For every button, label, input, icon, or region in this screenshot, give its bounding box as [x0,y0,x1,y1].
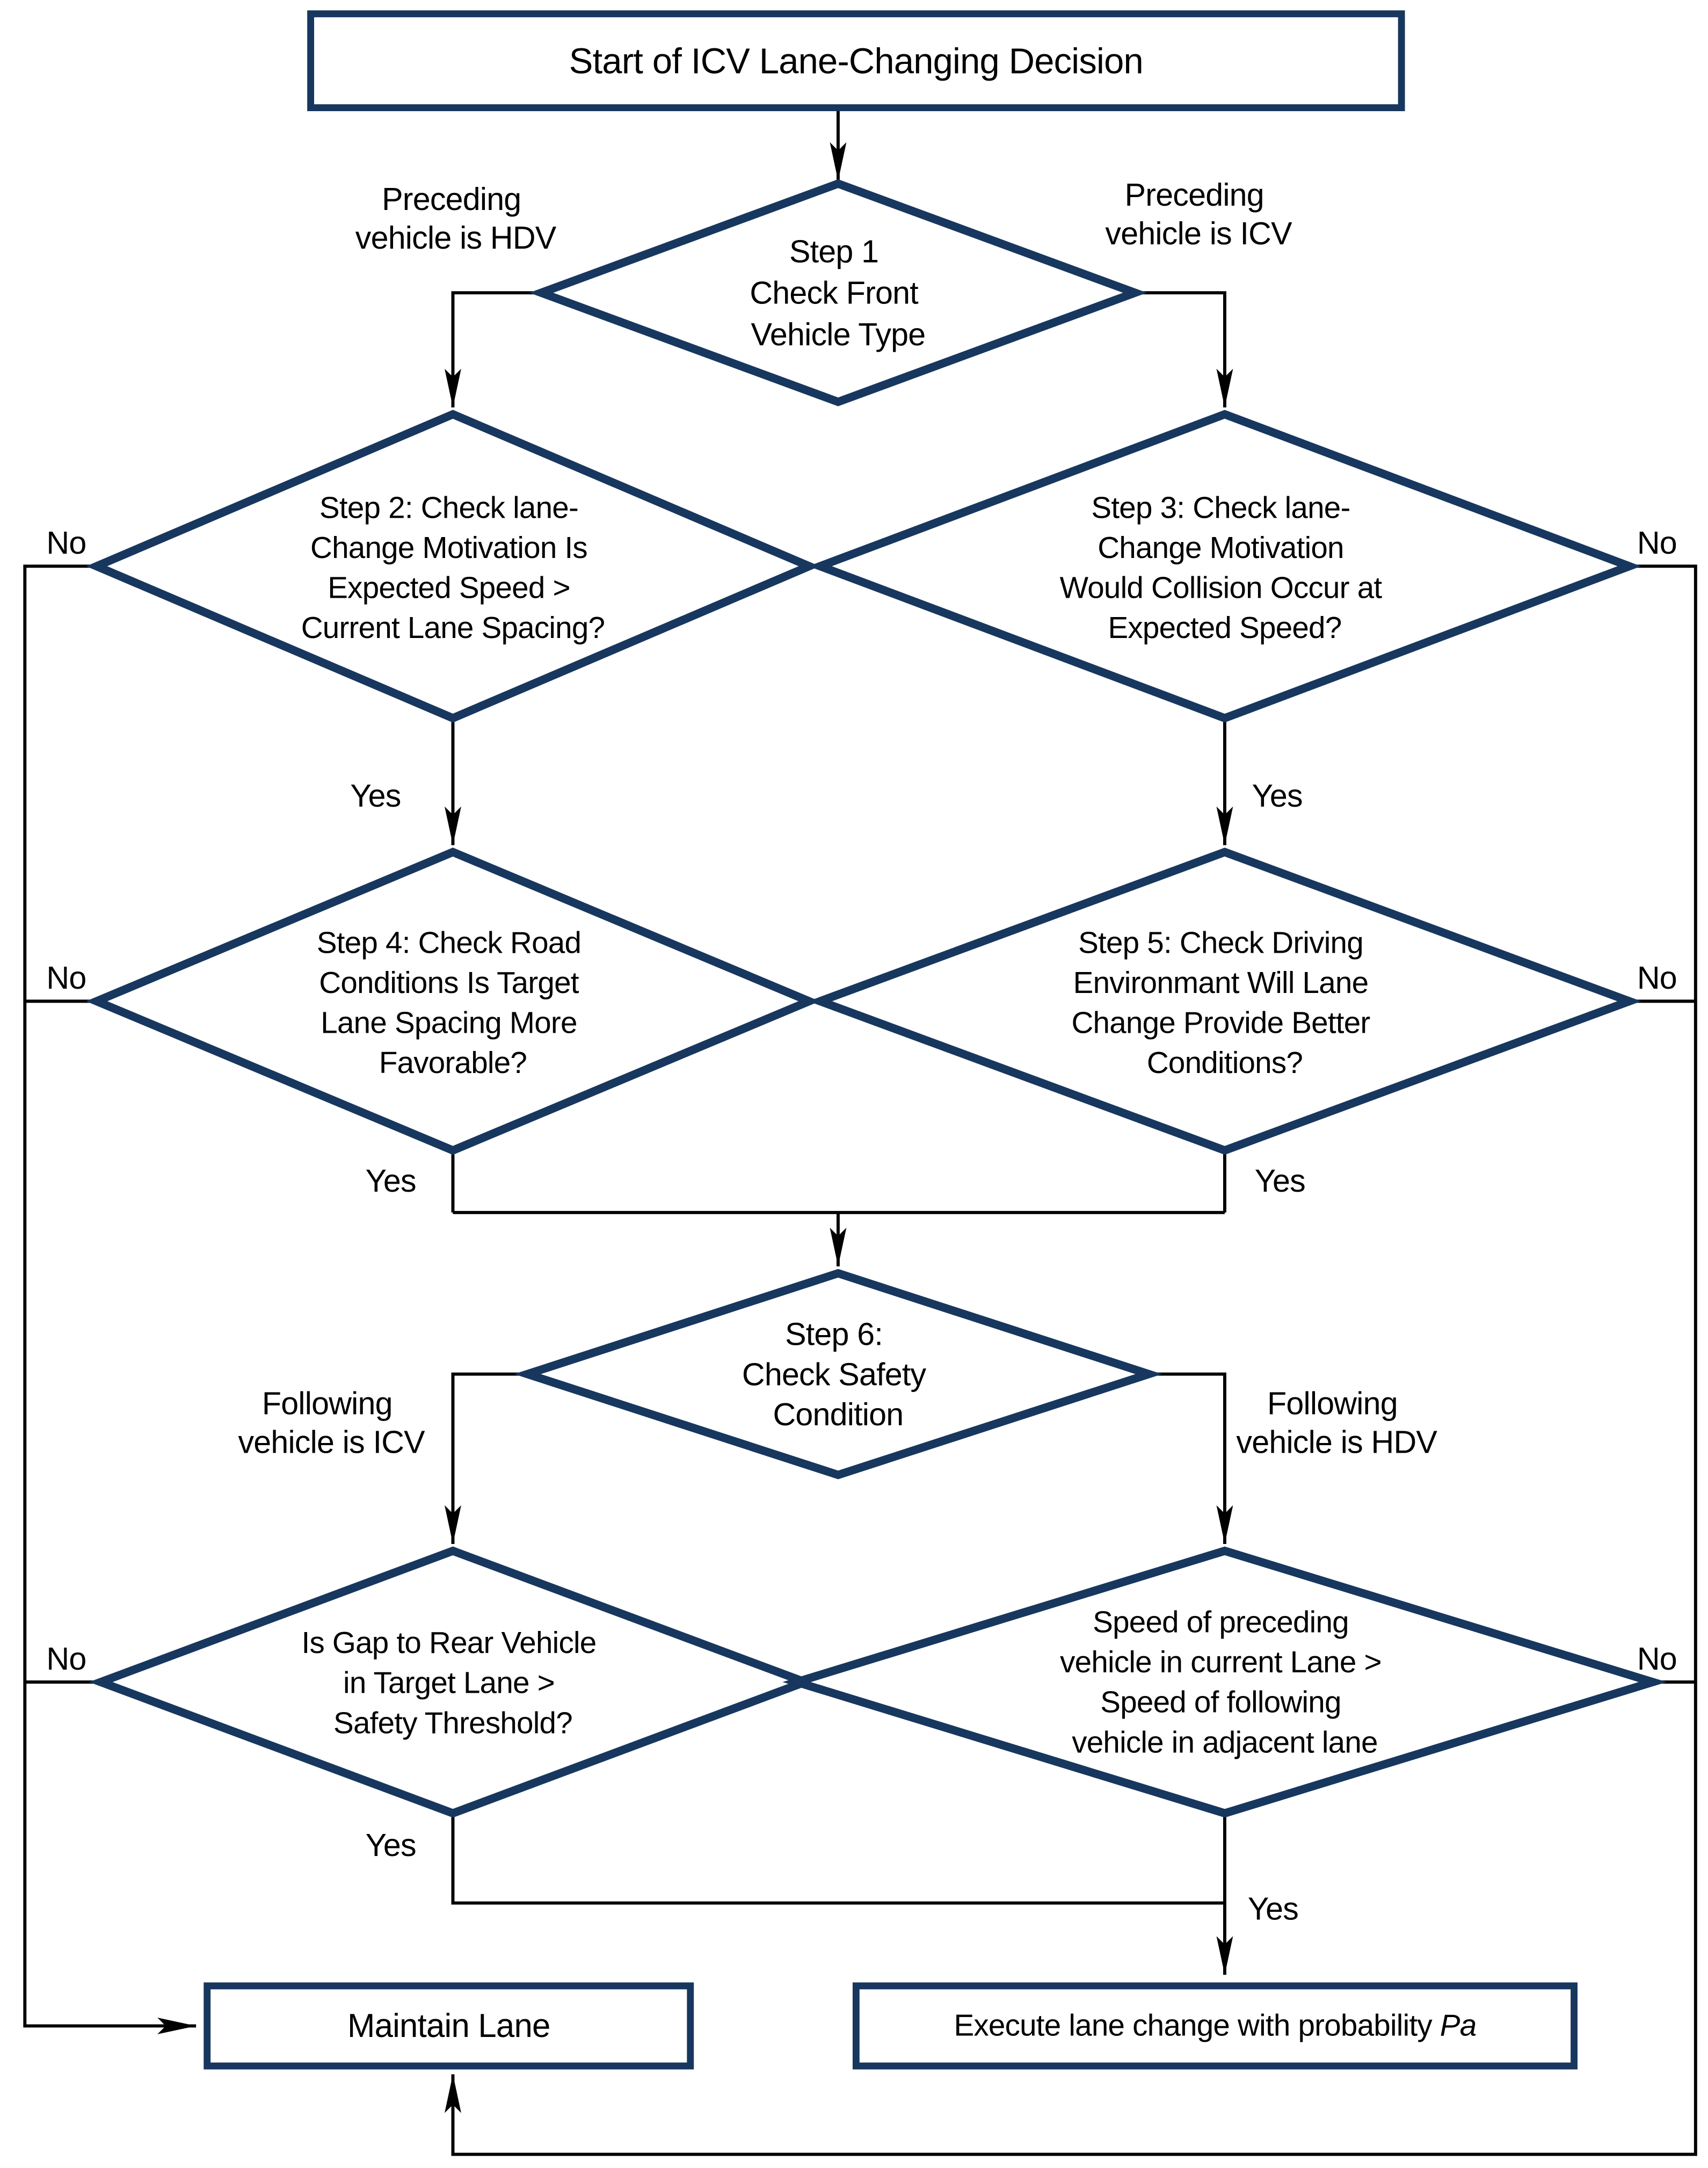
edge-step6-to-gapcheck-icv [445,1372,528,1544]
label-yes-step4: Yes [366,1163,416,1199]
label-no-speed-check: No [1637,1641,1677,1677]
step6-text: Step 6: Check Safety Condition [742,1316,934,1432]
step6-diamond [514,1268,1162,1480]
label-following-hdv: Following vehicle is HDV [1236,1385,1437,1460]
start-box [307,10,1405,112]
node-step3-decision: Step 3: Check lane- Change Motivation Wo… [808,410,1641,723]
label-no-step3: No [1637,525,1677,561]
step4-diamond [86,847,820,1155]
node-step4-decision: Step 4: Check Road Conditions Is Target … [86,847,820,1155]
node-step1-decision: Step 1 Check Front Vehicle Type [529,179,1147,407]
label-following-icv: Following vehicle is ICV [238,1385,425,1460]
node-maintain-lane: Maintain Lane [203,1982,694,2070]
edge-step1-to-step2-hdv [445,291,542,408]
step2-text: Step 2: Check lane- Change Motivation Is… [301,490,605,644]
edge-step6-to-speedcheck-hdv [1149,1372,1233,1544]
gap-check-text: Is Gap to Rear Vehicle in Target Lane > … [302,1626,605,1739]
step3-diamond [808,410,1641,723]
label-no-step2: No [46,525,86,561]
node-execute-lane-change: Execute lane change with probability Pa [852,1982,1578,2070]
step5-text: Step 5: Check Driving Environmant Will L… [1071,925,1378,1079]
step5-diamond [808,847,1641,1155]
label-yes-step3: Yes [1252,778,1303,814]
label-yes-step2: Yes [350,778,401,814]
step1-diamond [529,179,1147,407]
label-no-step4: No [46,960,86,996]
step2-diamond [86,410,820,723]
maintain-lane-box [203,1982,694,2070]
speed-check-text: Speed of preceding vehicle in current La… [1060,1605,1390,1759]
node-speed-check-decision: Speed of preceding vehicle in current La… [782,1546,1667,1818]
step1-text: Step 1 Check Front Vehicle Type [750,234,926,352]
node-gap-check-decision: Is Gap to Rear Vehicle in Target Lane > … [89,1546,817,1818]
start-label: Start of ICV Lane-Changing Decision [569,41,1143,81]
node-step2-decision: Step 2: Check lane- Change Motivation Is… [86,410,820,723]
label-yes-step5: Yes [1255,1163,1305,1199]
node-start: Start of ICV Lane-Changing Decision [307,10,1405,112]
execute-label: Execute lane change with probability Pa [954,2008,1476,2042]
edge-gapcheck-yes-merge [451,1813,1225,1905]
label-yes-gap-check: Yes [366,1827,416,1863]
edge-step2-no-left-rail-to-maintain [23,564,197,2034]
label-preceding-hdv: Preceding vehicle is HDV [355,181,557,256]
edge-step1-to-step3-icv [1135,291,1233,408]
execute-box [852,1982,1578,2070]
maintain-lane-label: Maintain Lane [347,2007,550,2044]
step4-text: Step 4: Check Road Conditions Is Target … [317,925,589,1079]
node-step5-decision: Step 5: Check Driving Environmant Will L… [808,847,1641,1155]
label-no-step5: No [1637,960,1677,996]
gap-check-diamond [89,1546,817,1818]
edge-step3-no-right-rail-to-maintain [445,564,1697,2156]
speed-check-diamond [782,1546,1667,1818]
label-yes-speed-check: Yes [1248,1890,1298,1926]
label-no-gap-check: No [46,1641,86,1677]
step3-text: Step 3: Check lane- Change Motivation Wo… [1060,490,1390,644]
node-step6-decision: Step 6: Check Safety Condition [514,1268,1162,1480]
label-preceding-icv: Preceding vehicle is ICV [1105,177,1292,251]
